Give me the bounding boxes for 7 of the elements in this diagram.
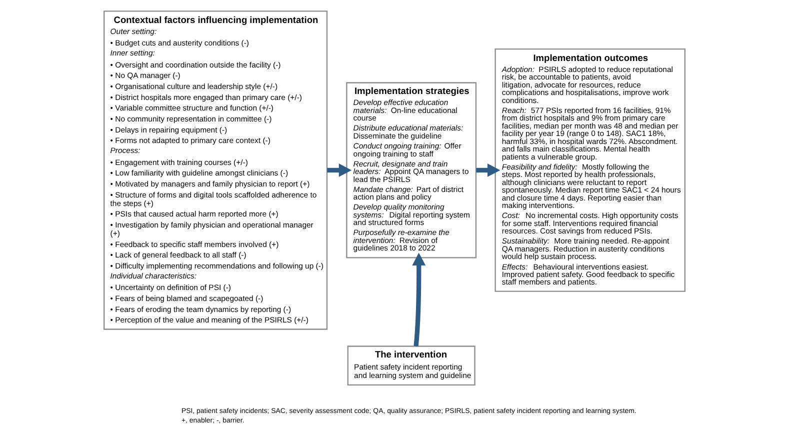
node-box: Contextual factors influencing implementation Outer setting: • Budget cuts and austerity conditions (-) Inner setting: • Oversight and coordination outside the facility (-) • No QA manager (-) • Organisational culture and leadership style (+/-) • District hospitals more engaged than primary care (+/-) • Variable committee structure and function (+/-) • No community representation in committee (-) • Delays in repairing equipment (-) • Forms not adapted to primary care context (-) Process: • Engagement with training courses (+/-) • Low familiarity with guideline amongst clinicians (-) • Motivated by managers and family physician to report (+) • Structure of forms and digital tools scaffolded adherence to the steps (+) • PSIs that caused actual harm reported more (+) • Investigation by family physician and operational manager (+) • Feedback to specific staff members involved (+) • Lack of general feedback to all staff (-) • Difficulty implementing recommendations and following up (-) Individual characteristics: • Uncertainty on definition of PSI (-) • Fears of being blamed and scapegoated (-) • Fears of eroding the team dynamics by reporting (-) • Perception of the value and meaning of the PSIRLS (+/-) <box>103 10 328 330</box>
node-box: Implementation strategies Develop effective education materials: On-line educational course Distribute educational materials: Disseminate the guideline Conduct ongoing training: Offer ongoing training to staff Recruit, designate and train leaders: Appoint QA managers to lead the PSIRLS Mandate change: Part of district action plans and policy Develop quality monitoring systems: Digital reporting system and structured forms Purposefully re-examine the intervention: Revision of guidelines 2018 to 2022 <box>346 82 476 258</box>
node-box: Implementation outcomes Adoption: PSIRLS adopted to reduce reputational risk, be accountable to patients, avoid litigation, advocate for resources, reduce complications and hospitalisations, improve work conditions. Reach: 577 PSIs reported from 16 facilities, 91% from district hospitals and 9% from primary care facilities, median per month was 48 and median per facility per year 19 (range 0 to 148). SAC1 18%, harmful 33%, in hospital wards 72%. Abscondment. and falls main classifications. Mental health patients a vulnerable group. Feasibility and fidelity: Mostly following the steps. Most reported by health professionals, although clinicians were reluctant to report spontaneously. Median report time SAC1 < 24 hours and closure time 4 days. Reporting easier than making interventions. Cost: No incremental costs. High opportunity costs for some staff. Interventions required financial resources. Cost savings from reduced PSIs. Sustainability: More training needed. Re-appoint QA managers. Reduction in austerity conditions would help sustain process. Effects: Behavioural interventions easiest. Improved patient safety. Good feedback to specific staff members and patients. <box>494 48 685 292</box>
arrow <box>326 164 352 177</box>
arrow <box>476 164 500 177</box>
arrow <box>412 252 426 346</box>
node-box: The intervention Patient safety incident reporting and learning system and guideline <box>346 346 475 386</box>
